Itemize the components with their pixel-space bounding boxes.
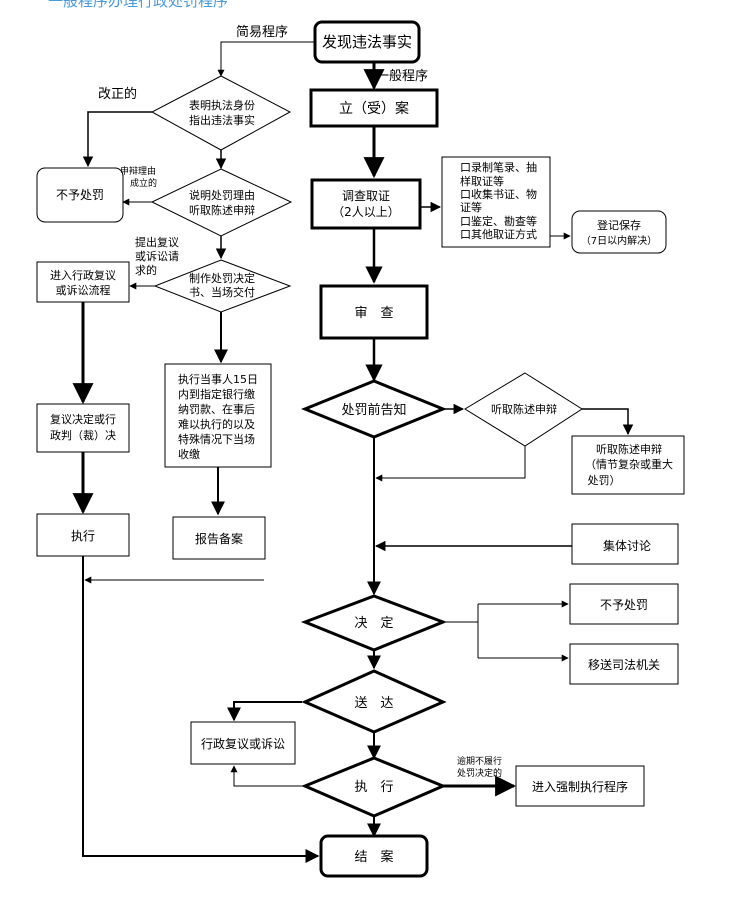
label-defense-established-2: 成立的 bbox=[130, 177, 157, 189]
node-discover: 发现违法事实 bbox=[313, 20, 421, 64]
node-deliver-label: 送 达 bbox=[354, 696, 393, 711]
node-report: 报告备案 bbox=[172, 516, 266, 560]
node-file-case: 立（受）案 bbox=[309, 88, 439, 128]
node-decide-label: 决 定 bbox=[354, 616, 393, 631]
node-hearing-line-1: 听取陈述申辩 bbox=[596, 442, 662, 456]
node-register-line-1: 登记保存 bbox=[597, 218, 641, 232]
node-no-penalty-left: 不予处罚 bbox=[36, 167, 124, 223]
evidence-line-6: 口其他取证方式 bbox=[460, 227, 537, 241]
evidence-line-1: 口录制笔录、抽 bbox=[460, 160, 537, 174]
label-defense-established-1: 申辩理由 bbox=[120, 165, 156, 177]
label-request-review-1: 提出复议 bbox=[135, 235, 179, 249]
node-transfer: 移送司法机关 bbox=[569, 643, 679, 685]
node-transfer-label: 移送司法机关 bbox=[588, 657, 660, 672]
node-execute-left-label: 执行 bbox=[71, 529, 95, 543]
node-pre-notice: 处罚前告知 bbox=[301, 379, 447, 439]
node-hearing-line-3: 处罚） bbox=[588, 474, 621, 487]
node-enter-review-line-2: 或诉讼流程 bbox=[56, 283, 111, 297]
node-make-decision-line-2: 书、当场交付 bbox=[189, 285, 255, 299]
node-pay-line-4: 难以执行的以及 bbox=[178, 417, 255, 431]
node-hearing-line-2: （情节复杂或重大 bbox=[585, 457, 673, 471]
node-no-penalty-right-label: 不予处罚 bbox=[600, 598, 648, 612]
node-hearing: 听取陈述申辩 （情节复杂或重大 处罚） bbox=[571, 435, 685, 495]
node-pay-line-5: 特殊情况下当场 bbox=[178, 432, 255, 446]
node-no-penalty-right: 不予处罚 bbox=[569, 583, 679, 625]
node-pay-line-3: 纳罚款、在事后 bbox=[178, 402, 255, 416]
node-pay-line-2: 内到指定银行缴 bbox=[178, 387, 255, 401]
node-review-result-line-2: 政判（裁）决 bbox=[50, 428, 116, 442]
node-show-id: 表明执法身份 指出违法事实 bbox=[150, 75, 292, 151]
node-investigate-line-1: 调查取证 bbox=[342, 189, 390, 203]
label-simple-procedure: 简易程序 bbox=[236, 24, 288, 40]
label-corrected: 改正的 bbox=[98, 86, 137, 102]
node-enter-review: 进入行政复议 或诉讼流程 bbox=[36, 261, 130, 303]
node-decide: 决 定 bbox=[300, 594, 448, 652]
node-pay-line-1: 执行当事人15日 bbox=[178, 372, 258, 386]
node-register-line-2: （7日以内解决） bbox=[581, 234, 657, 247]
node-execute-main-label: 执 行 bbox=[354, 780, 393, 795]
node-no-penalty-left-label: 不予处罚 bbox=[56, 188, 104, 202]
node-report-label: 报告备案 bbox=[195, 531, 243, 546]
node-admin-review-lit-label: 行政复议或诉讼 bbox=[201, 737, 285, 751]
node-investigate: 调查取证 （2人以上） bbox=[310, 178, 422, 230]
node-file-case-label: 立（受）案 bbox=[339, 100, 409, 117]
evidence-line-2: 样取证等 bbox=[460, 174, 504, 188]
label-overdue-2: 处罚决定的 bbox=[457, 767, 502, 779]
node-deliver: 送 达 bbox=[301, 669, 447, 734]
node-evidence-methods: 口录制笔录、抽 样取证等 口收集书证、物 证等 口鉴定、勘查等 口其他取证方式 bbox=[441, 156, 551, 248]
node-force-exec-label: 进入强制执行程序 bbox=[532, 779, 628, 794]
node-make-decision-line-1: 制作处罚决定 bbox=[189, 271, 255, 285]
node-make-decision: 制作处罚决定 书、当场交付 bbox=[153, 259, 292, 313]
connectors bbox=[72, 41, 634, 863]
node-hear-statement: 听取陈述申辩 bbox=[464, 372, 583, 447]
node-pay-line-6: 收缴 bbox=[178, 447, 200, 461]
node-explain-line-2: 听取陈述申辩 bbox=[189, 203, 255, 217]
node-explain-line-1: 说明处罚理由 bbox=[189, 188, 255, 202]
node-admin-review-lit: 行政复议或诉讼 bbox=[190, 721, 296, 765]
node-execute-left: 执行 bbox=[36, 513, 130, 557]
node-close: 结 案 bbox=[319, 834, 429, 878]
node-show-id-line-2: 指出违法事实 bbox=[189, 113, 255, 127]
node-review-result: 复议决定或行 政判（裁）决 bbox=[36, 403, 130, 453]
node-explain: 说明处罚理由 听取陈述申辩 bbox=[150, 168, 293, 237]
node-investigate-line-2: （2人以上） bbox=[332, 205, 400, 219]
node-review-label: 审 查 bbox=[354, 306, 393, 321]
label-general-procedure: 一般程序 bbox=[376, 68, 428, 84]
label-request-review-2: 或诉讼请 bbox=[135, 250, 179, 263]
node-pre-notice-label: 处罚前告知 bbox=[341, 402, 406, 418]
node-hear-statement-label: 听取陈述申辩 bbox=[491, 402, 557, 416]
node-pay: 执行当事人15日 内到指定银行缴 纳罚款、在事后 难以执行的以及 特殊情况下当场… bbox=[164, 363, 272, 468]
node-show-id-line-1: 表明执法身份 bbox=[189, 98, 255, 112]
node-review: 审 查 bbox=[319, 284, 429, 340]
node-execute-main: 执 行 bbox=[301, 756, 447, 818]
node-review-result-line-1: 复议决定或行 bbox=[50, 412, 116, 426]
node-force-exec: 进入强制执行程序 bbox=[515, 765, 645, 807]
node-collective: 集体讨论 bbox=[571, 523, 679, 565]
node-collective-label: 集体讨论 bbox=[603, 538, 651, 553]
node-register: 登记保存 （7日以内解决） bbox=[571, 210, 667, 254]
node-enter-review-line-1: 进入行政复议 bbox=[50, 268, 116, 282]
node-discover-label: 发现违法事实 bbox=[322, 33, 412, 51]
label-overdue-1: 逾期不履行 bbox=[457, 755, 502, 767]
evidence-line-4: 证等 bbox=[460, 200, 482, 214]
node-close-label: 结 案 bbox=[354, 850, 393, 865]
evidence-line-3: 口收集书证、物 bbox=[460, 187, 537, 201]
evidence-line-5: 口鉴定、勘查等 bbox=[460, 214, 537, 228]
page-header: 一般程序办理行政处罚程序 bbox=[48, 0, 228, 10]
label-request-review-3: 求的 bbox=[135, 263, 157, 277]
